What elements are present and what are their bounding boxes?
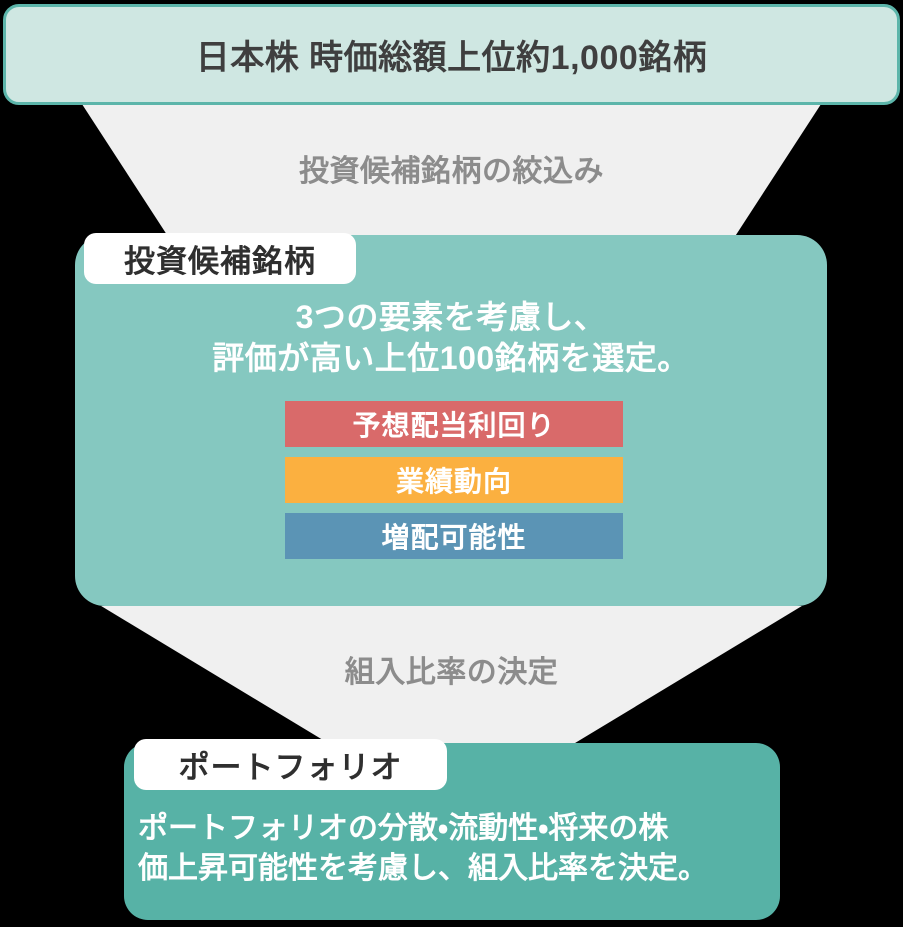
candidates-description: 3つの要素を考慮し、 評価が高い上位100銘柄を選定。 (75, 297, 827, 379)
candidates-pill-label: 投資候補銘柄 (84, 233, 356, 284)
factor-bar-dividend-growth: 増配可能性 (285, 513, 623, 559)
universe-title: 日本株 時価総額上位約1,000銘柄 (195, 39, 708, 77)
funnel-bottom-label: 組入比率の決定 (344, 656, 559, 689)
funnel-connector-top: 投資候補銘柄の絞込み (81, 103, 822, 235)
portfolio-description-line-1: ポートフォリオの分散・流動性・将来の株 (138, 812, 669, 845)
funnel-top-label: 投資候補銘柄の絞込み (299, 155, 604, 188)
candidates-description-line-2: 評価が高い上位100銘柄を選定。 (212, 339, 690, 376)
stage-candidates-box: 投資候補銘柄 3つの要素を考慮し、 評価が高い上位100銘柄を選定。 予想配当利… (75, 233, 827, 606)
candidates-description-line-1: 3つの要素を考慮し、 (295, 299, 607, 335)
factor-bar-dividend-yield-label: 予想配当利回り (352, 410, 556, 441)
portfolio-pill-label: ポートフォリオ (134, 739, 447, 790)
portfolio-description: ポートフォリオの分散・流動性・将来の株 価上昇可能性を考慮し、組入比率を決定。 (138, 809, 770, 889)
factor-bar-dividend-growth-label: 増配可能性 (381, 522, 527, 553)
funnel-connector-bottom: 組入比率の決定 (101, 606, 802, 744)
factor-bar-earnings-trend-label: 業績動向 (395, 466, 512, 497)
factor-bar-list: 予想配当利回り 業績動向 増配可能性 (285, 401, 623, 559)
factor-bar-dividend-yield: 予想配当利回り (285, 401, 623, 447)
stage-universe-box: 日本株 時価総額上位約1,000銘柄 (3, 4, 900, 105)
factor-bar-earnings-trend: 業績動向 (285, 457, 623, 503)
portfolio-description-line-2: 価上昇可能性を考慮し、組入比率を決定。 (138, 851, 708, 885)
stage-portfolio-box: ポートフォリオ ポートフォリオの分散・流動性・将来の株 価上昇可能性を考慮し、組… (124, 739, 780, 920)
